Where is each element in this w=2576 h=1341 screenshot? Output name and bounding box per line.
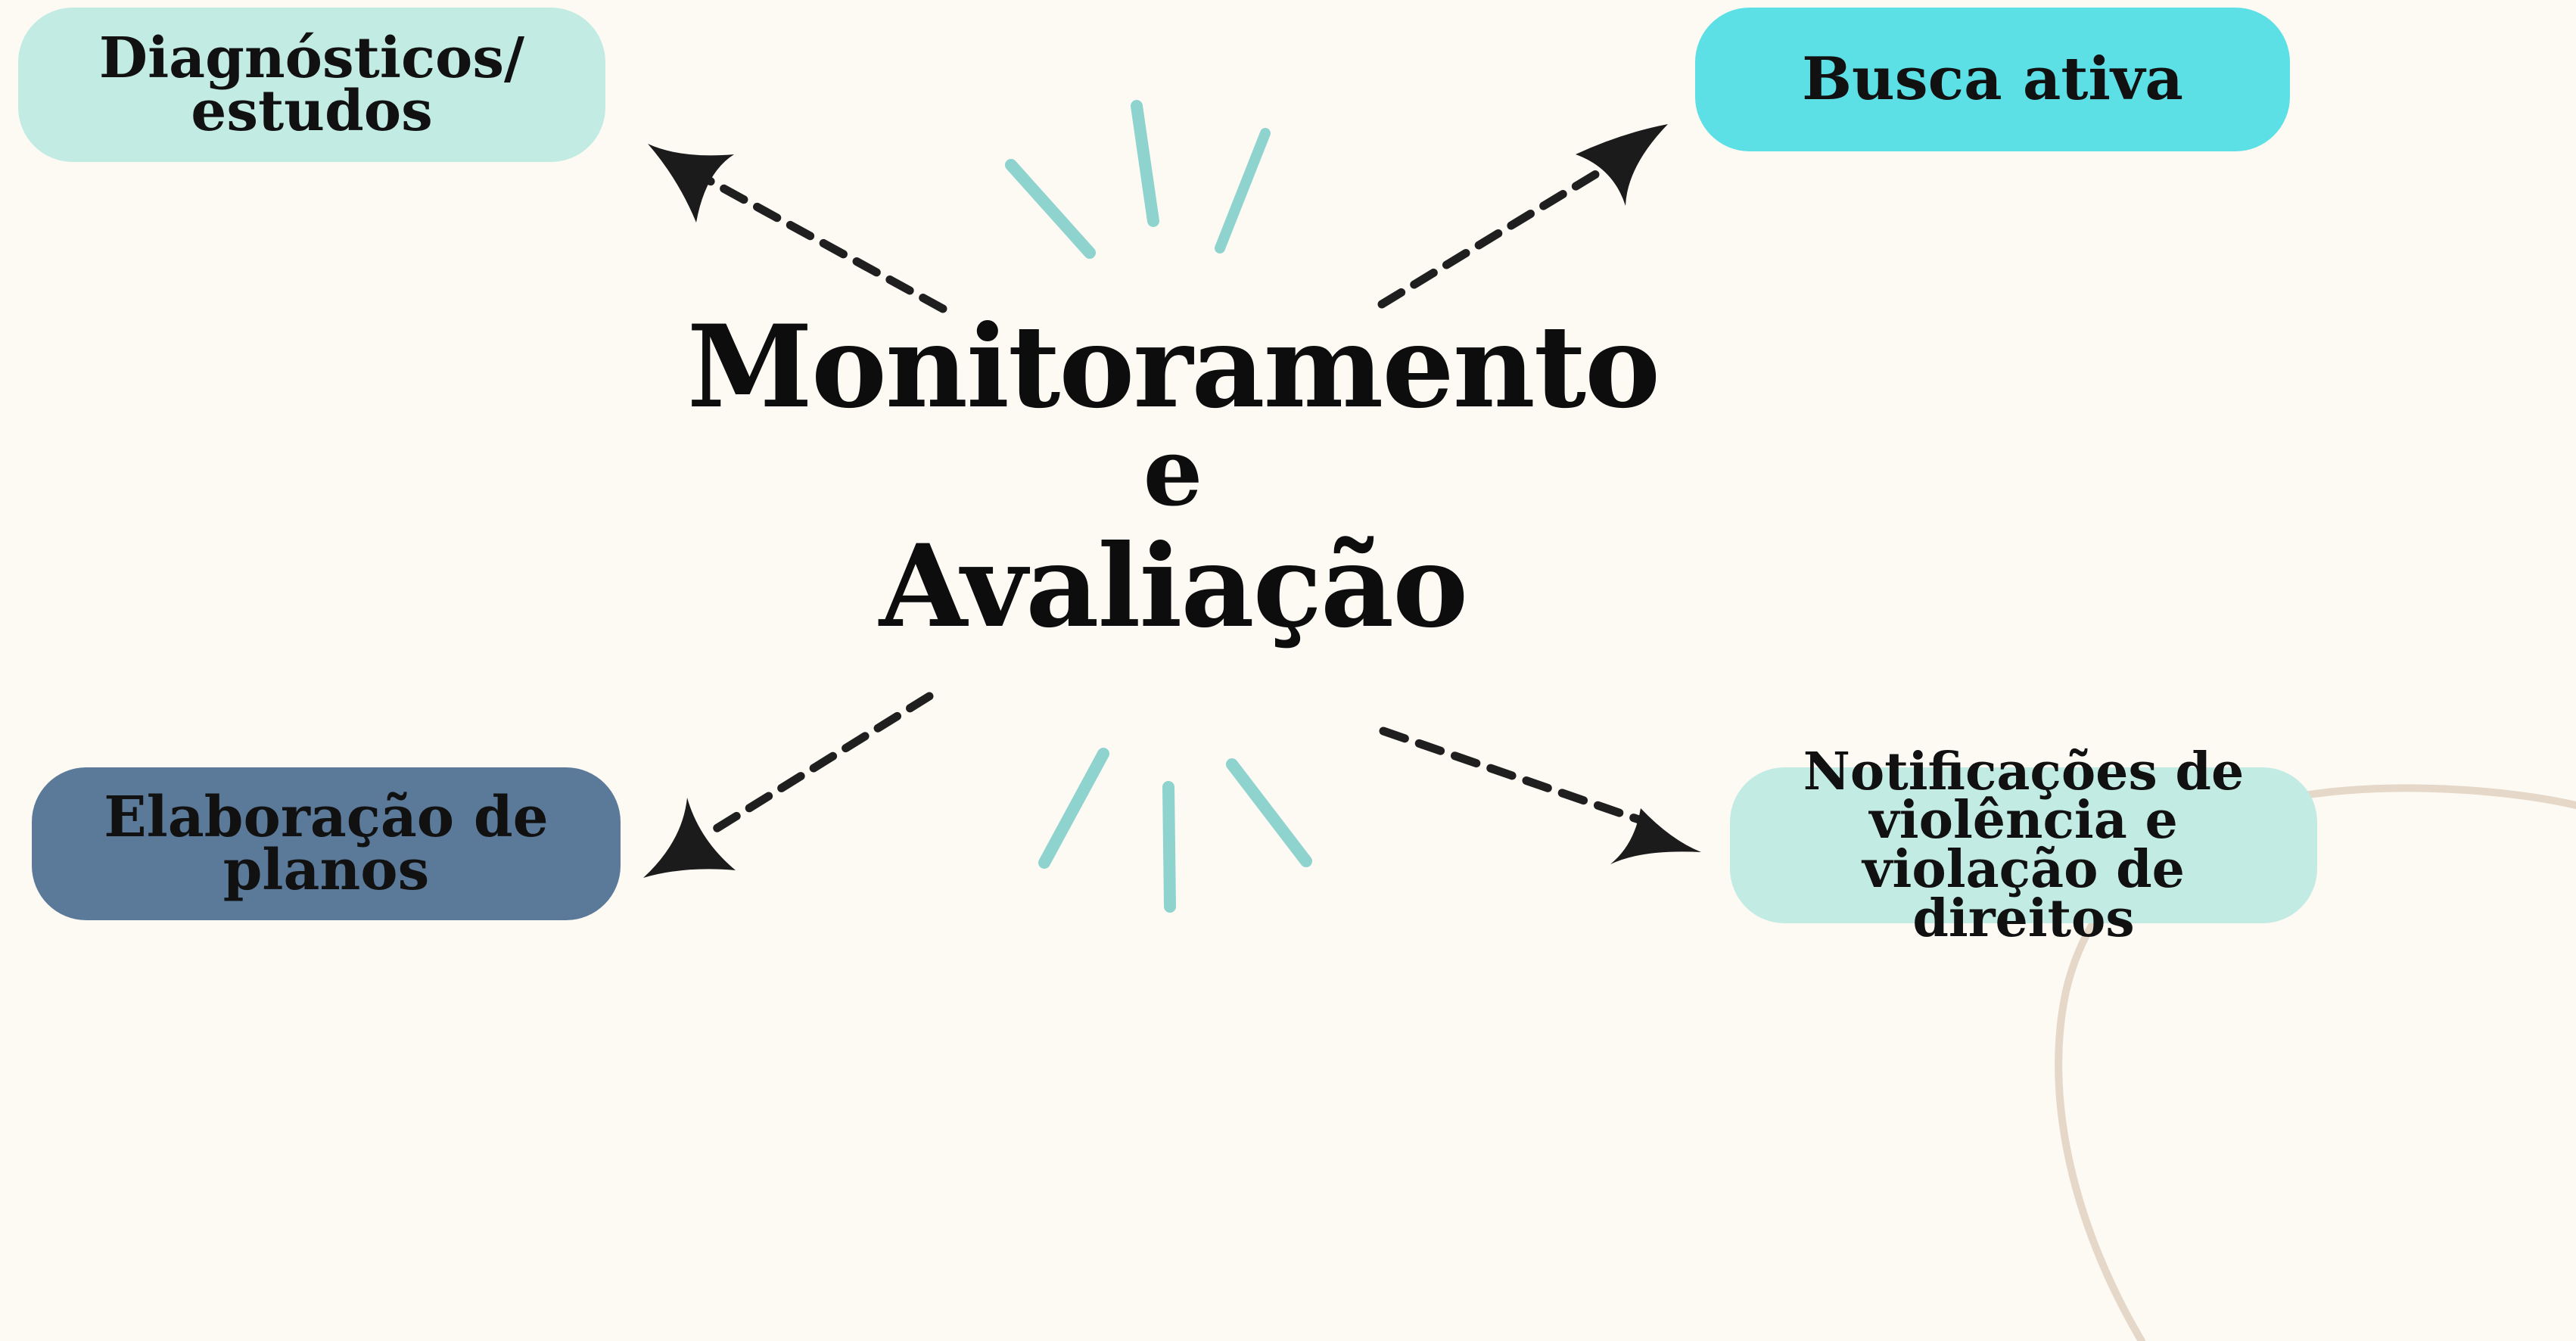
center-title-line-1: Monitoramento — [686, 300, 1660, 434]
accent-stroke — [1038, 748, 1109, 869]
node-busca-ativa: Busca ativa — [1695, 8, 2290, 151]
accent-strokes-top — [1005, 100, 1271, 259]
center-title-line-2: e — [1143, 418, 1203, 527]
accent-stroke — [1215, 128, 1271, 254]
arrow-line-elab — [701, 692, 934, 840]
arrow-line-busca — [1377, 163, 1610, 309]
arrowhead-busca — [1576, 124, 1668, 206]
accent-stroke — [1162, 781, 1176, 913]
arrows — [701, 163, 1654, 840]
accent-stroke — [1005, 159, 1096, 259]
arrow-line-notif — [1379, 727, 1654, 828]
arrowhead-diag — [648, 144, 734, 222]
node-elaboracao-planos: Elaboração de planos — [32, 767, 621, 920]
node-diagnosticos-label: Diagnósticos/ estudos — [98, 25, 525, 144]
accent-strokes-bottom — [1038, 748, 1312, 913]
node-elaboracao-planos-label: Elaboração de planos — [104, 784, 549, 903]
arrow-line-diag — [704, 176, 947, 313]
accent-stroke — [1226, 758, 1312, 867]
arrowhead-elab — [643, 798, 736, 878]
center-title-line-3: Avaliação — [879, 520, 1468, 653]
node-notificacoes: Notificações de violência e violação de … — [1730, 746, 2317, 944]
center-title: Monitoramento e Avaliação — [681, 303, 1665, 658]
node-notificacoes-label: Notificações de violência e violação de … — [1803, 741, 2245, 949]
node-busca-ativa-label: Busca ativa — [1802, 44, 2183, 114]
accent-stroke — [1131, 100, 1159, 227]
arrowheads — [643, 124, 1701, 878]
node-diagnosticos: Diagnósticos/ estudos — [18, 8, 605, 162]
arrowhead-notif — [1610, 808, 1701, 864]
